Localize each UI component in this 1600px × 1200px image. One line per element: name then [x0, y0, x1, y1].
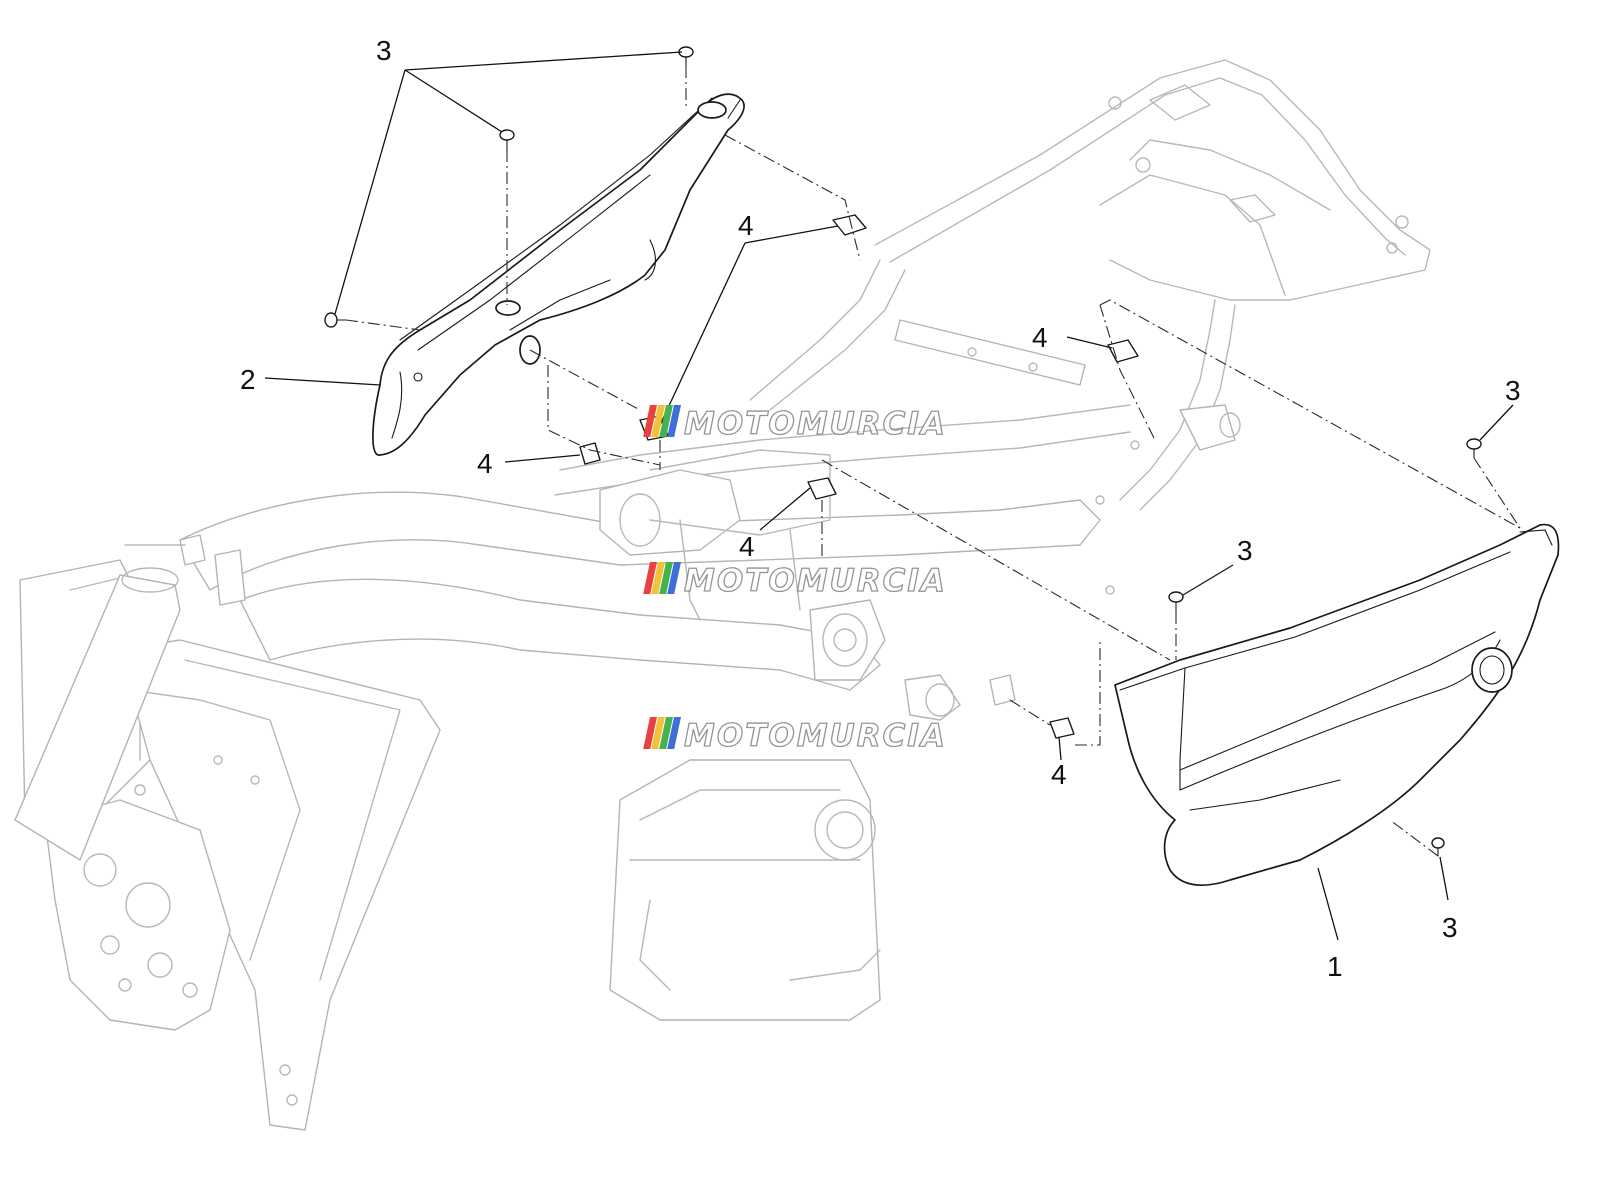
clip-lower [1049, 717, 1075, 739]
screw-right-mid [1168, 591, 1184, 613]
part-2-upper-side-cover [372, 93, 745, 456]
watermark-logo-top: MOTOMURCIA [643, 405, 947, 443]
watermark-text-top: MOTOMURCIA [684, 406, 947, 442]
watermark-logo-mid: MOTOMURCIA [643, 562, 947, 600]
screw-top-mid [499, 129, 515, 151]
callout-4-bottom: 4 [1051, 759, 1067, 790]
callout-1: 1 [1327, 951, 1343, 982]
screw-right-upper [1466, 438, 1482, 459]
callout-3-right-lower: 3 [1442, 912, 1458, 943]
screw-left [324, 312, 347, 328]
screw-right-lower [1431, 837, 1445, 857]
clip-center [807, 477, 837, 500]
callout-4-center: 4 [739, 531, 755, 562]
callout-3-top: 3 [376, 35, 392, 66]
clip-top [832, 214, 867, 236]
clip-right [1107, 339, 1139, 363]
motorcycle-frame [14, 59, 1431, 1131]
clip-left [579, 442, 601, 465]
callout-2: 2 [240, 364, 256, 395]
leader-lines [264, 51, 1514, 941]
callout-3-right-mid: 3 [1237, 535, 1253, 566]
watermark-text-bottom: MOTOMURCIA [684, 718, 947, 754]
callout-3-right-upper: 3 [1505, 375, 1521, 406]
watermark-text-mid: MOTOMURCIA [684, 563, 947, 599]
callout-4-right: 4 [1032, 322, 1048, 353]
watermark-logo-bottom: MOTOMURCIA [643, 717, 947, 755]
screw-top-right [678, 46, 694, 67]
callout-labels: 3 2 4 4 4 4 4 3 3 3 1 [240, 35, 1521, 982]
part-1-side-panel [1114, 523, 1560, 887]
callout-4-left: 4 [477, 448, 493, 479]
assembly-lines [345, 66, 1521, 857]
screw-fasteners [324, 46, 1482, 857]
callout-4-top: 4 [738, 210, 754, 241]
